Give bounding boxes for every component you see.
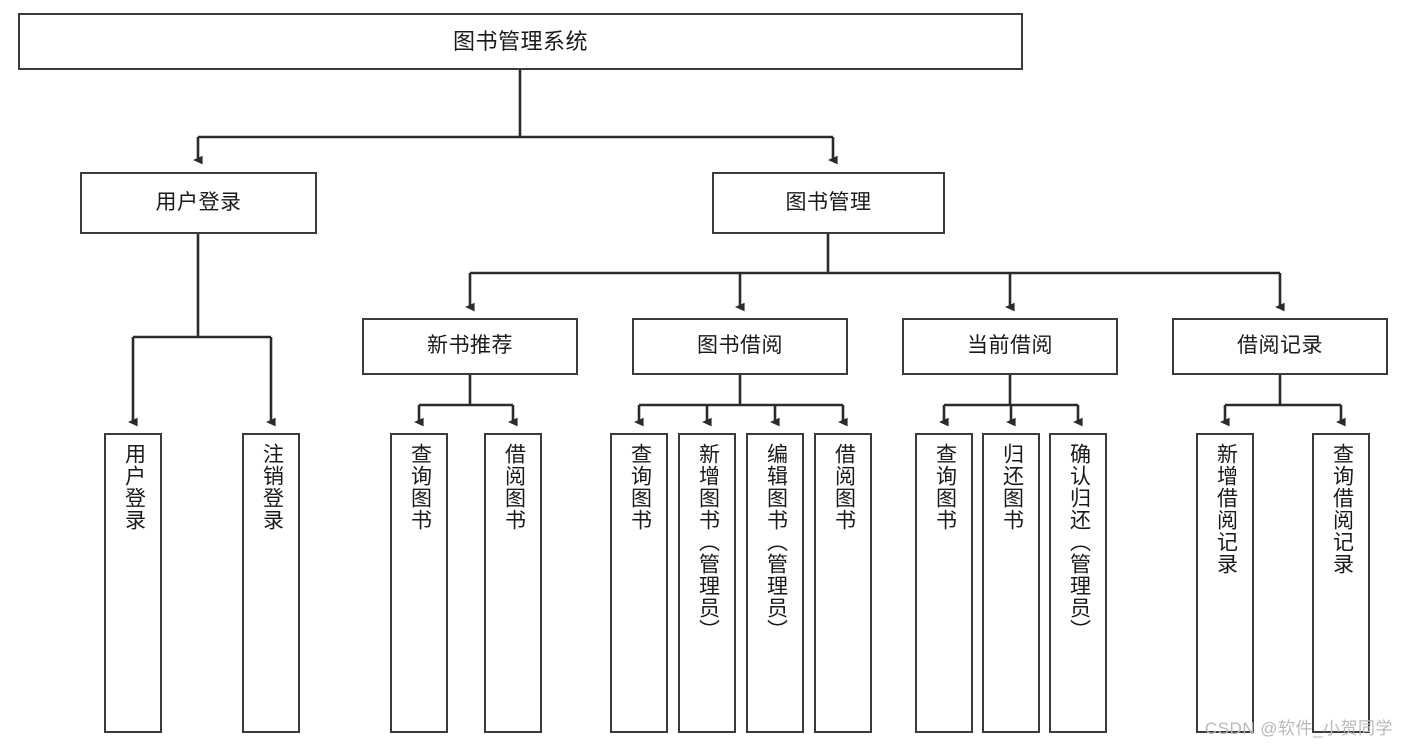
node-label: 图书管理系统 [452,28,588,54]
leaf-user-logout[interactable]: 注销登录 [242,433,300,733]
node-label: 借阅记录 [1237,334,1323,358]
leaf-recommend-borrow-book[interactable]: 借阅图书 [484,433,542,733]
leaf-current-query-book[interactable]: 查询图书 [915,433,973,733]
node-label: 用户登录 [155,190,242,214]
leaf-borrow-edit-book-admin[interactable]: 编辑图书（管理员） [746,433,804,733]
node-root-system[interactable]: 图书管理系统 [18,13,1023,70]
node-user-login[interactable]: 用户登录 [80,172,317,234]
leaf-user-login[interactable]: 用户登录 [104,433,162,733]
leaf-borrow-query-book[interactable]: 查询图书 [610,433,668,733]
node-label: 查询图书 [408,443,432,531]
node-label: 图书管理 [785,190,872,214]
node-label: 编辑图书（管理员） [764,443,788,641]
node-label: 查询借阅记录 [1330,443,1354,575]
leaf-record-query-record[interactable]: 查询借阅记录 [1312,433,1370,733]
leaf-current-confirm-return-admin[interactable]: 确认归还（管理员） [1049,433,1107,733]
node-label: 借阅图书 [502,443,526,531]
node-label: 查询图书 [933,443,957,531]
node-borrow-record[interactable]: 借阅记录 [1172,318,1388,375]
node-label: 用户登录 [122,443,146,531]
leaf-borrow-add-book-admin[interactable]: 新增图书（管理员） [678,433,736,733]
leaf-borrow-borrow-book[interactable]: 借阅图书 [814,433,872,733]
node-current-borrow[interactable]: 当前借阅 [902,318,1118,375]
node-new-book-recommend[interactable]: 新书推荐 [362,318,578,375]
node-label: 借阅图书 [832,443,856,531]
node-label: 当前借阅 [967,334,1053,358]
node-book-borrow[interactable]: 图书借阅 [632,318,848,375]
leaf-recommend-query-book[interactable]: 查询图书 [390,433,448,733]
node-label: 确认归还（管理员） [1067,443,1091,641]
watermark-text: CSDN @软件_小贺同学 [1204,719,1393,738]
node-label: 新增图书（管理员） [696,443,720,641]
leaf-record-add-record[interactable]: 新增借阅记录 [1196,433,1254,733]
node-label: 注销登录 [260,443,284,531]
leaf-current-return-book[interactable]: 归还图书 [982,433,1040,733]
node-label: 查询图书 [628,443,652,531]
node-label: 新书推荐 [427,334,513,358]
node-label: 新增借阅记录 [1214,443,1238,575]
node-book-management[interactable]: 图书管理 [712,172,945,234]
node-label: 归还图书 [1000,443,1024,531]
node-label: 图书借阅 [697,334,783,358]
